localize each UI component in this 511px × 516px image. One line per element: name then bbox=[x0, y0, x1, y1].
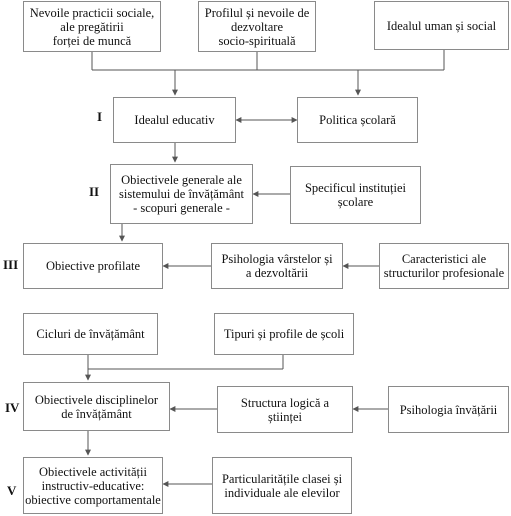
box-obiective-disciplinelor-text: Obiectivele disciplinelor de învățământ bbox=[34, 392, 159, 421]
box-obiective-generale-text: Obiectivele generale ale sistemului de î… bbox=[119, 173, 244, 215]
box-obiective-activitatii-text: Obiectivele activității instructiv-educa… bbox=[25, 464, 161, 507]
box-obiective-activitatii: Obiectivele activității instructiv-educa… bbox=[23, 457, 163, 514]
box-structura-logica-text: Structura logică a științei bbox=[240, 395, 330, 424]
box-politica-scolara: Politica școlară bbox=[297, 97, 418, 143]
box-nevoile-practicii-text: Nevoile practicii sociale, ale pregătiri… bbox=[29, 5, 155, 48]
box-idealul-uman-text: Idealul uman și social bbox=[386, 18, 497, 33]
box-psihologia-invatarii: Psihologia învățării bbox=[388, 386, 509, 433]
box-obiective-profilate-text: Obiective profilate bbox=[45, 259, 141, 273]
box-idealul-educativ-text: Idealul educativ bbox=[134, 113, 215, 127]
box-psihologia-varstelor-text: Psihologia vârstelor și a dezvoltării bbox=[221, 252, 333, 280]
box-psihologia-varstelor: Psihologia vârstelor și a dezvoltării bbox=[211, 243, 343, 289]
box-particularitatile: Particularitățile clasei și individuale … bbox=[212, 457, 352, 514]
box-obiective-generale: Obiectivele generale ale sistemului de î… bbox=[110, 164, 253, 224]
box-obiective-profilate: Obiective profilate bbox=[23, 243, 163, 289]
box-specificul-institutiei-text: Specificul instituției școlare bbox=[304, 181, 407, 209]
level-label-ii: II bbox=[89, 184, 100, 199]
level-label-iii: III bbox=[3, 257, 19, 272]
box-caracteristici-text: Caracteristici ale structurilor profesio… bbox=[383, 252, 505, 280]
box-specificul-institutiei: Specificul instituției școlare bbox=[290, 166, 421, 224]
box-tipuri-profile: Tipuri și profile de școli bbox=[214, 313, 354, 355]
level-label-v: V bbox=[7, 483, 17, 498]
level-label-iv: IV bbox=[5, 400, 20, 415]
box-caracteristici: Caracteristici ale structurilor profesio… bbox=[379, 243, 509, 289]
box-particularitatile-text: Particularitățile clasei și individuale … bbox=[221, 471, 343, 500]
box-obiective-disciplinelor: Obiectivele disciplinelor de învățământ bbox=[23, 382, 170, 431]
box-idealul-uman: Idealul uman și social bbox=[374, 1, 509, 50]
box-psihologia-invatarii-text: Psihologia învățării bbox=[399, 402, 498, 417]
box-structura-logica: Structura logică a științei bbox=[217, 386, 353, 433]
box-profilul-nevoile: Profilul și nevoile de dezvoltare socio-… bbox=[198, 1, 316, 52]
box-tipuri-profile-text: Tipuri și profile de școli bbox=[223, 327, 345, 341]
box-idealul-educativ: Idealul educativ bbox=[113, 97, 236, 143]
box-cicluri-invatamant: Cicluri de învățământ bbox=[23, 313, 158, 355]
box-cicluri-invatamant-text: Cicluri de învățământ bbox=[36, 327, 145, 341]
box-nevoile-practicii: Nevoile practicii sociale, ale pregătiri… bbox=[23, 1, 161, 52]
box-profilul-nevoile-text: Profilul și nevoile de dezvoltare socio-… bbox=[204, 5, 310, 48]
box-politica-scolara-text: Politica școlară bbox=[319, 113, 396, 127]
level-label-i: I bbox=[97, 109, 103, 124]
